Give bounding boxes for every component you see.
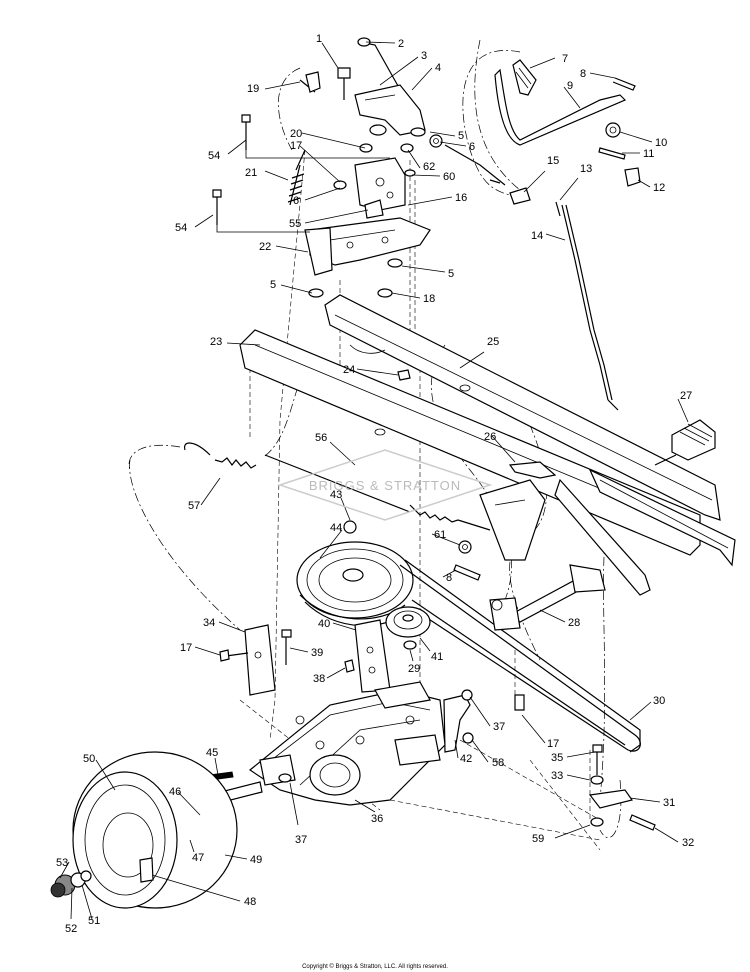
shift-linkage [299, 37, 641, 411]
callout-48: 48 [244, 896, 256, 908]
callout-21: 21 [245, 167, 257, 179]
callout-5: 5 [270, 279, 276, 291]
rear-wheel [50, 744, 656, 909]
callout-43: 43 [330, 489, 342, 501]
callout-39: 39 [311, 647, 323, 659]
callout-31: 31 [663, 797, 675, 809]
callout-13: 13 [580, 163, 592, 175]
callout-3: 3 [421, 50, 427, 62]
callout-38: 38 [313, 673, 325, 685]
callout-23: 23 [210, 336, 222, 348]
callout-49: 49 [250, 854, 262, 866]
callout-10: 10 [655, 137, 667, 149]
callout-17: 17 [547, 738, 559, 750]
callout-36: 36 [371, 813, 383, 825]
callout-61: 61 [434, 529, 446, 541]
callout-62: 62 [423, 161, 435, 173]
callout-59: 59 [532, 833, 544, 845]
pulley-belt [296, 541, 641, 753]
callout-5: 5 [458, 130, 464, 142]
callout-44: 44 [330, 522, 342, 534]
callout-46: 46 [169, 786, 181, 798]
callout-24: 24 [343, 364, 355, 376]
assembly-lines [128, 39, 622, 851]
callout-50: 50 [83, 753, 95, 765]
leader-lines [59, 41, 689, 920]
callout-34: 34 [203, 617, 215, 629]
callout-17: 17 [180, 642, 192, 654]
callout-19: 19 [247, 83, 259, 95]
copyright-notice: Copyright © Briggs & Stratton, LLC. All … [302, 963, 448, 970]
callout-14: 14 [531, 230, 543, 242]
callout-47: 47 [192, 852, 204, 864]
watermark: BRIGGS & STRATTON [277, 449, 493, 521]
callout-1: 1 [316, 33, 322, 45]
callout-37: 37 [493, 721, 505, 733]
callout-55: 55 [289, 218, 301, 230]
callout-27: 27 [680, 390, 692, 402]
callout-26: 26 [484, 431, 496, 443]
callout-58: 58 [492, 757, 504, 769]
callout-8: 8 [446, 572, 452, 584]
callout-57: 57 [188, 500, 200, 512]
callout-7: 7 [562, 53, 568, 65]
callout-37: 37 [295, 834, 307, 846]
callout-56: 56 [315, 432, 327, 444]
callout-42: 42 [460, 753, 472, 765]
callout-20: 20 [290, 128, 302, 140]
callout-5: 5 [448, 268, 454, 280]
callout-60: 60 [443, 171, 455, 183]
callout-52: 52 [65, 923, 77, 935]
callout-4: 4 [435, 62, 441, 74]
callout-18: 18 [423, 293, 435, 305]
callout-35: 35 [551, 752, 563, 764]
callout-40: 40 [318, 618, 330, 630]
watermark-text: BRIGGS & STRATTON [309, 478, 461, 493]
callout-12: 12 [653, 182, 665, 194]
callout-15: 15 [547, 155, 559, 167]
callout-28: 28 [568, 617, 580, 629]
callout-16: 16 [455, 192, 467, 204]
callout-6: 6 [469, 141, 475, 153]
callout-54: 54 [175, 222, 187, 234]
side-brackets [219, 619, 525, 753]
callout-53: 53 [56, 857, 68, 869]
callout-8: 8 [580, 68, 586, 80]
callout-9: 9 [567, 80, 573, 92]
callout-45: 45 [206, 747, 218, 759]
callout-6: 6 [293, 195, 299, 207]
callout-25: 25 [487, 336, 499, 348]
frame-rails [239, 294, 736, 596]
callout-30: 30 [653, 695, 665, 707]
callout-29: 29 [408, 663, 420, 675]
callout-22: 22 [259, 241, 271, 253]
callout-41: 41 [431, 651, 443, 663]
callout-33: 33 [551, 770, 563, 782]
mounting-brackets [212, 114, 431, 298]
callout-32: 32 [682, 837, 694, 849]
clutch-linkage [184, 442, 491, 581]
callout-17: 17 [290, 140, 302, 152]
callout-54: 54 [208, 150, 220, 162]
callout-51: 51 [88, 915, 100, 927]
callout-2: 2 [398, 38, 404, 50]
callout-11: 11 [643, 148, 654, 160]
